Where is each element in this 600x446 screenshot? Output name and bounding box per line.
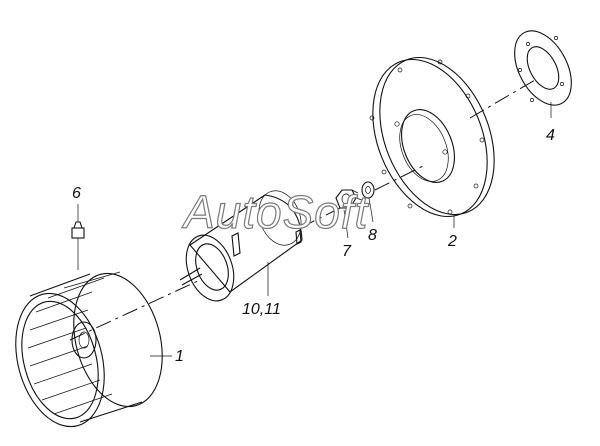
washer-part	[361, 181, 375, 199]
callout-1: 1	[175, 348, 184, 365]
gasket-part	[514, 30, 572, 106]
callout-2: 2	[447, 233, 457, 250]
callout-6: 6	[72, 185, 81, 202]
motor-part	[179, 190, 303, 302]
screw-part	[71, 221, 85, 270]
flange-plate-part	[369, 56, 495, 218]
callout-10-11: 10,11	[242, 301, 281, 318]
callout-7: 7	[342, 243, 352, 260]
leader-lines	[77, 102, 552, 357]
watermark-text: AutoSoft	[181, 186, 370, 238]
centre-axis	[69, 79, 536, 341]
fan-wheel-part	[15, 271, 163, 428]
callout-4: 4	[546, 127, 555, 144]
nut-part	[335, 189, 363, 209]
callout-8: 8	[368, 227, 377, 244]
